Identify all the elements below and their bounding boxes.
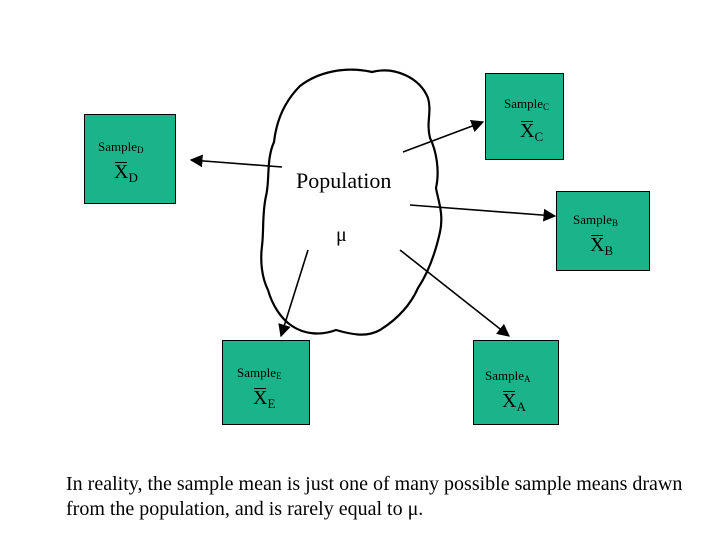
sample-a-mean: XA [502,390,526,414]
sample-b-mean: XB [590,234,614,258]
population-label: Population [296,168,392,193]
sample-b-box: SampleB XB [556,191,650,271]
sample-e-mean: XE [253,387,276,411]
sample-e-box: SampleE XE [222,340,310,425]
sample-d-mean: XD [114,161,138,185]
sample-e-label: SampleE [237,365,282,381]
sample-c-mean: XC [520,120,544,144]
sample-b-label: SampleB [573,212,619,228]
population-mean-symbol: μ [336,224,347,246]
arrow-to-sample-a [399,249,511,337]
arrow-to-sample-b [409,204,557,222]
arrow-to-sample-d [189,154,283,168]
sample-c-box: SampleC XC [485,73,564,160]
sample-a-box: SampleA XA [473,340,559,425]
population-blob [260,68,443,336]
sample-d-box: SampleD XD [84,114,176,204]
caption-text: In reality, the sample mean is just one … [66,473,683,520]
sample-c-label: SampleC [504,96,550,112]
arrow-to-sample-e [278,249,309,338]
sample-d-label: SampleD [98,139,144,155]
arrow-to-sample-c [402,120,485,153]
sample-a-label: SampleA [485,368,531,384]
